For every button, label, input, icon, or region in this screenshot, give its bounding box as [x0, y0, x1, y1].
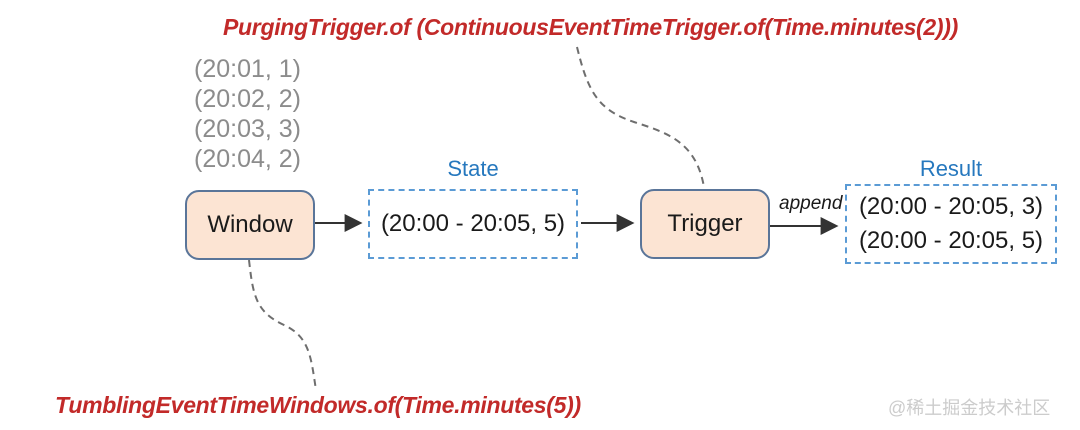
input-event: (20:03, 3) — [194, 115, 302, 143]
append-edge-label: append — [779, 193, 843, 214]
window-code-annotation: TumblingEventTimeWindows.of(Time.minutes… — [55, 392, 581, 418]
state-section-label: State — [447, 156, 499, 181]
annotation-connector-window — [248, 259, 317, 391]
result-section-label: Result — [919, 156, 983, 181]
input-event: (20:02, 2) — [194, 85, 302, 113]
result-value: (20:00 - 20:05, 5) — [858, 227, 1044, 254]
window-node-label: Window — [207, 211, 293, 238]
trigger-node: Trigger — [640, 189, 770, 259]
input-event: (20:01, 1) — [194, 55, 302, 83]
state-value: (20:00 - 20:05, 5) — [380, 210, 566, 237]
trigger-node-label: Trigger — [667, 210, 743, 237]
watermark-text: @稀土掘金技术社区 — [888, 398, 1051, 418]
result-value: (20:00 - 20:05, 3) — [858, 193, 1044, 220]
window-node: Window — [185, 190, 315, 260]
annotation-connector-trigger — [576, 46, 705, 188]
trigger-code-annotation: PurgingTrigger.of (ContinuousEventTimeTr… — [223, 14, 958, 40]
result-box: (20:00 - 20:05, 3) (20:00 - 20:05, 5) — [845, 184, 1057, 264]
input-event: (20:04, 2) — [194, 145, 302, 173]
input-event-list: (20:01, 1) (20:02, 2) (20:03, 3) (20:04,… — [194, 54, 301, 174]
state-box: (20:00 - 20:05, 5) — [368, 189, 578, 259]
